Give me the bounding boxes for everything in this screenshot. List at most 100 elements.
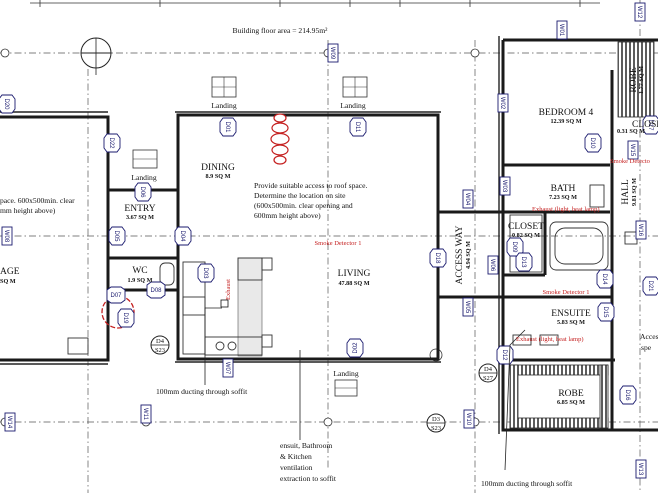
opening-tags: D01D02D03D04D05D06D07D08D09D10D11D12D13D… (0, 2, 658, 479)
dimension-line-top (30, 0, 600, 7)
room-area-closet-mid: 0.82 SQ M (512, 232, 540, 239)
exhaust-bath: Exhaust (light, heat lamp) (532, 206, 600, 213)
svg-text:ensuit, Bathroom: ensuit, Bathroom (280, 441, 332, 450)
section-marker-1-code: D4 (156, 338, 165, 345)
door-tag-d07: D07 (106, 286, 126, 304)
door-tag-d10: D10 (584, 133, 602, 153)
access-label-right-2: spe (641, 343, 652, 352)
door-tag-d15: D15 (597, 302, 615, 322)
room-name-bedroom4: BEDROOM 4 (539, 108, 594, 118)
smoke-detector-hall: Smoke Detector 1 (543, 289, 590, 296)
note-ducting-left: 100mm ducting through soffit (156, 387, 248, 396)
window-tag-w14: W14 (4, 412, 16, 432)
section-marker-3-sheet: S23 (431, 425, 441, 432)
room-area-ensuite: 5.83 SQ M (557, 319, 585, 326)
door-tag-label: D10 (589, 137, 595, 149)
door-tag-d01: D01 (219, 117, 237, 137)
landing-label-3: Landing (131, 173, 157, 182)
window-tag-label: W16 (637, 224, 643, 237)
room-name-ensuite: ENSUITE (551, 309, 591, 319)
door-tag-label: D09 (511, 241, 517, 253)
door-tag-d21: D21 (642, 276, 658, 296)
door-tag-label: D06 (139, 186, 145, 198)
room-area-bath: 7.23 SQ M (549, 194, 577, 201)
door-tag-d19: D19 (117, 308, 135, 328)
svg-text:pace. 600x500min. clear: pace. 600x500min. clear (0, 196, 75, 205)
room-area-bedroom4: 12.39 SQ M (550, 118, 581, 125)
door-tag-d22: D22 (103, 133, 121, 153)
window-tag-w06: W06 (487, 255, 499, 275)
svg-text:& Kitchen: & Kitchen (280, 452, 312, 461)
room-name-entry: ENTRY (124, 204, 155, 214)
landings (132, 76, 368, 397)
room-area-robe-bottom: 6.85 SQ M (557, 399, 585, 406)
door-tag-label: D11 (354, 122, 360, 133)
svg-text:mm height above): mm height above) (0, 206, 56, 215)
room-name-hall: HALL (621, 179, 631, 205)
window-tag-label: W14 (6, 416, 12, 429)
landing-label-2: Landing (340, 101, 366, 110)
svg-text:ventilation: ventilation (280, 463, 313, 472)
window-tag-label: W09 (329, 47, 335, 60)
window-tag-label: W07 (224, 362, 230, 375)
window-tag-w01: W01 (556, 20, 568, 40)
window-tag-label: W06 (489, 259, 495, 272)
note-roof-access: Provide suitable access to roof space. D… (254, 181, 368, 220)
smoke-detector-living: Smoke Detector 1 (315, 240, 362, 247)
svg-text:(600x500min. clear opening and: (600x500min. clear opening and (254, 201, 353, 210)
section-marker-2-sheet: S27 (483, 375, 494, 382)
section-marker-2-code: D4 (484, 366, 493, 373)
window-tag-label: W15 (629, 144, 635, 157)
room-name-closet-mid: CLOSET (508, 222, 544, 232)
window-tag-w09: W09 (327, 43, 339, 63)
section-marker-1-sheet: S23 (155, 347, 165, 354)
door-tag-d14: D14 (596, 269, 614, 289)
room-name-wc: WC (132, 266, 147, 276)
door-tag-d09: D09 (506, 237, 524, 257)
smoke-detector-bedroom: Smoke Detecto (610, 158, 650, 165)
leader-lines (204, 307, 526, 471)
door-tag-d05: D05 (108, 226, 126, 246)
exhaust-ensuite: Exhaust (light, heat lamp) (516, 336, 584, 343)
window-tag-w05: W05 (462, 297, 474, 317)
door-tag-label: D15 (602, 306, 608, 318)
room-area-living: 47.88 SQ M (338, 280, 369, 287)
window-tag-label: W01 (558, 24, 564, 37)
window-tag-w16: W16 (635, 220, 647, 240)
door-tag-d20: D20 (0, 94, 16, 114)
note-ventilation: ensuit, Bathroom & Kitchen ventilation e… (280, 441, 337, 483)
section-markers: D4 S23 D4 S27 D3 S23 (150, 335, 498, 433)
window-tag-w02: W02 (497, 93, 509, 113)
window-tag-label: W12 (636, 6, 642, 19)
door-tag-d16: D16 (619, 385, 637, 405)
door-tag-label: D19 (122, 312, 128, 324)
door-tag-d03: D03 (197, 263, 215, 283)
window-tag-w03: W03 (499, 176, 511, 196)
room-name-living: LIVING (338, 269, 371, 279)
door-tag-label: D16 (624, 389, 630, 401)
door-tag-label: D08 (150, 288, 162, 294)
room-name-bath: BATH (551, 184, 576, 194)
door-tag-d18: D18 (429, 248, 447, 268)
room-area-robe-top: 1.77 SQ M (638, 66, 645, 94)
room-area-hall: 9.81 SQ M (631, 178, 638, 206)
door-tag-d06: D06 (134, 182, 152, 202)
door-tag-label: D07 (110, 293, 122, 299)
window-tag-label: W03 (501, 180, 507, 193)
floor-area-title: Building floor area = 214.95m² (233, 26, 329, 35)
window-tag-w07: W07 (222, 358, 234, 378)
svg-text:extraction to soffit: extraction to soffit (280, 474, 337, 483)
window-tag-w10: W10 (463, 409, 475, 429)
room-area-wc: 1.9 SQ M (128, 277, 153, 284)
door-tag-label: D14 (601, 273, 607, 285)
room-name-closet-top: CLOSET (632, 120, 658, 130)
room-name-dining: DINING (201, 163, 235, 173)
room-name-robe-top: ROBE (629, 67, 639, 93)
svg-text:Determine the location on site: Determine the location on site (254, 191, 346, 200)
north-marker (80, 37, 112, 75)
window-tag-label: W05 (464, 301, 470, 314)
svg-text:600mm height above): 600mm height above) (254, 211, 321, 220)
door-tag-d12: D12 (496, 345, 514, 365)
window-tag-w11: W11 (140, 404, 152, 424)
